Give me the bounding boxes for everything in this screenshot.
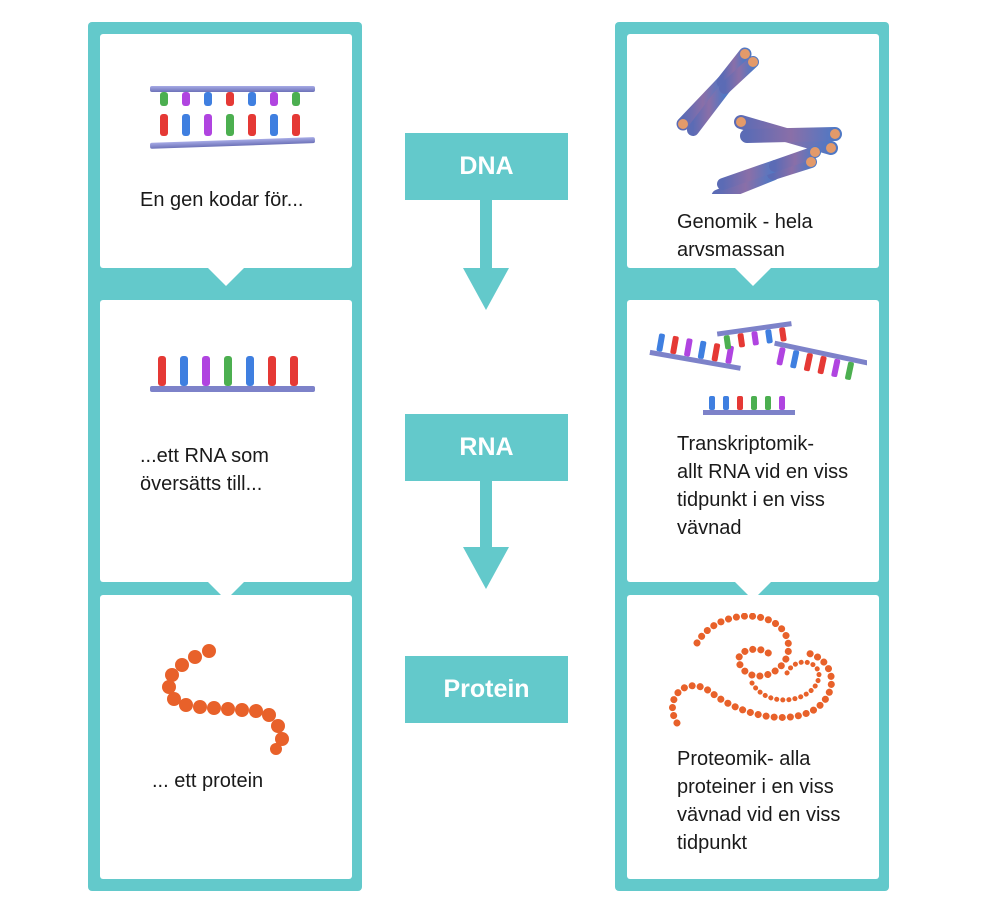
- card-genomics: Genomik - hela arvsmassan: [627, 34, 879, 286]
- card-gene: En gen kodar för...: [100, 34, 352, 286]
- down-arrow-icon: [463, 481, 509, 589]
- card-transcriptomics: Transkriptomik- allt RNA vid en viss tid…: [627, 300, 879, 600]
- card-gene-text: En gen kodar för...: [140, 189, 304, 211]
- card-rna: ...ett RNA som översätts till...: [100, 300, 352, 600]
- protein-swirl-icon: [669, 613, 835, 727]
- card-protein: ... ett protein: [100, 595, 352, 879]
- rna-strand-icon: [150, 356, 315, 392]
- card-proteomics-text: Proteomik- alla proteiner i en viss vävn…: [677, 748, 841, 854]
- card-notch: [735, 268, 771, 286]
- flow-box-dna: DNA: [405, 133, 568, 200]
- card-transcriptomics-text: Transkriptomik- allt RNA vid en viss tid…: [677, 433, 849, 539]
- chromosomes-icon: [676, 47, 842, 194]
- dna-ladder-icon: [150, 86, 315, 149]
- left-column: En gen kodar för... ...ett RNA som övers…: [88, 22, 362, 891]
- right-column: Genomik - hela arvsmassan: [615, 22, 889, 891]
- rna-strands-icon: [649, 321, 867, 415]
- flow-box-protein: Protein: [405, 656, 568, 723]
- card-notch: [208, 268, 244, 286]
- card-genomics-text: Genomik - hela arvsmassan: [677, 211, 813, 261]
- card-proteomics: Proteomik- alla proteiner i en viss vävn…: [627, 595, 879, 879]
- card-rna-text: ...ett RNA som översätts till...: [140, 445, 269, 495]
- card-protein-text: ... ett protein: [152, 770, 264, 792]
- protein-chain-icon: [162, 644, 289, 755]
- flow-box-rna: RNA: [405, 414, 568, 481]
- down-arrow-icon: [463, 200, 509, 310]
